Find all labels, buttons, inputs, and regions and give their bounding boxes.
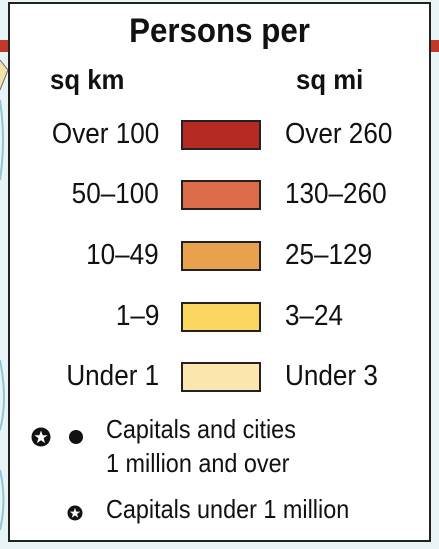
legend-row-1-9: 1–9 3–24 <box>10 298 429 338</box>
class-label-mi: 3–24 <box>285 300 344 332</box>
class-label-mi: 25–129 <box>285 239 373 271</box>
legend-row-10-49: 10–49 25–129 <box>10 237 429 277</box>
class-label-mi: 130–260 <box>285 178 387 210</box>
class-label-km: 10–49 <box>86 239 159 271</box>
class-label-km: 1–9 <box>115 300 159 332</box>
unit-sq-km: sq km <box>50 64 125 95</box>
color-swatch <box>181 241 261 271</box>
capital-star-icon <box>31 427 51 447</box>
legend-row-under-1: Under 1 Under 3 <box>10 358 429 398</box>
legend-title: Persons per <box>129 12 310 50</box>
class-label-mi: Over 260 <box>285 118 393 150</box>
color-swatch <box>181 302 261 332</box>
color-swatch <box>181 120 261 150</box>
unit-sq-mi: sq mi <box>296 64 364 95</box>
class-label-km: Over 100 <box>51 118 159 150</box>
class-label-mi: Under 3 <box>285 360 378 392</box>
small-capital-star-icon <box>67 505 83 521</box>
population-density-legend: Persons per sq km sq mi Over 100 Over 26… <box>8 2 431 542</box>
class-label-km: Under 1 <box>66 360 159 392</box>
large-cities-label-line2: 1 million and over <box>106 448 290 478</box>
color-swatch <box>181 362 261 392</box>
class-label-km: 50–100 <box>71 178 159 210</box>
color-swatch <box>181 180 261 210</box>
city-dot-icon <box>69 430 83 444</box>
legend-row-50-100: 50–100 130–260 <box>10 176 429 216</box>
small-capitals-label: Capitals under 1 million <box>106 494 350 524</box>
large-cities-label-line1: Capitals and cities <box>106 414 296 444</box>
legend-row-over-100: Over 100 Over 260 <box>10 116 429 156</box>
